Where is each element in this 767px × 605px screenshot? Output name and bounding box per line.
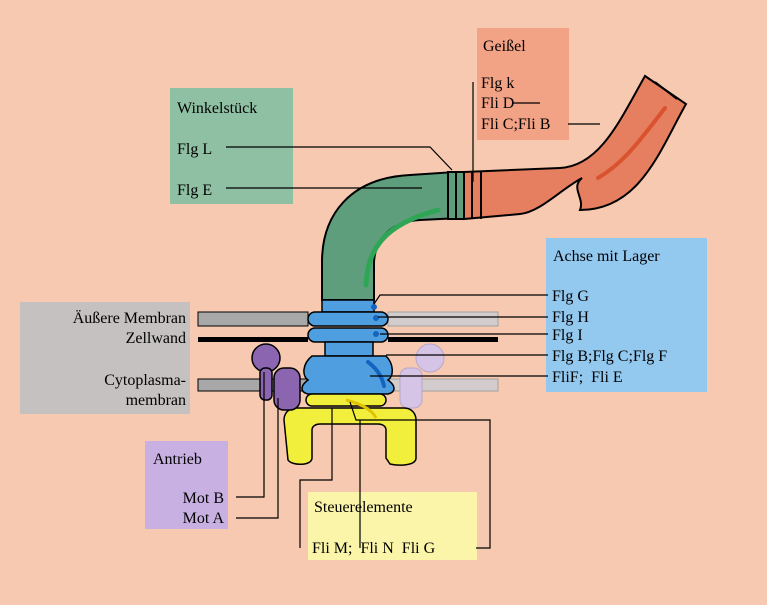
cell-wall-left	[198, 337, 308, 342]
rod-dot-1	[371, 304, 377, 310]
label-flg-bcf: Flg B;Flg C;Flg F	[552, 348, 667, 365]
label-flif-fli-e: FliF; Fli E	[552, 369, 623, 386]
leader-fli-m	[299, 408, 333, 548]
steuer-box	[308, 492, 477, 560]
label-cytoplasm-1: Cytoplasma-	[104, 372, 186, 389]
label-mot-a: Mot A	[183, 510, 225, 527]
rod-upper	[321, 299, 375, 313]
label-flg-e: Flg E	[177, 182, 212, 199]
label-fli-m-n-g: Fli M; Fli N Fli G	[312, 540, 436, 557]
rod-dot-2	[373, 315, 379, 321]
label-flg-h: Flg H	[552, 309, 589, 326]
geissel-title: Geißel	[483, 38, 526, 55]
achse-box	[546, 238, 707, 392]
label-cell-wall: Zellwand	[126, 330, 186, 347]
c-ring-highlight	[345, 398, 378, 419]
leader-lines	[226, 82, 600, 549]
leader-fli-g	[349, 401, 491, 549]
label-flg-i: Flg I	[552, 327, 583, 344]
rod-lower	[324, 341, 374, 357]
winkelstueck-title: Winkelstück	[177, 100, 257, 117]
filament-highlight	[596, 106, 667, 180]
cell-wall-right	[388, 337, 498, 342]
mot-b-stalk	[259, 367, 273, 401]
label-flg-k: Flg k	[481, 75, 514, 92]
leader-flg-g	[373, 294, 548, 305]
filament	[463, 74, 688, 221]
c-ring	[283, 407, 417, 466]
steuer-title: Steuerelemente	[314, 499, 413, 516]
outer-membrane-left	[197, 311, 309, 327]
label-cytoplasm-2: membran	[126, 392, 186, 409]
hook-highlight	[363, 207, 441, 288]
mot-a-protein	[273, 367, 301, 411]
label-fli-d: Fli D	[481, 95, 514, 112]
leader-flg-l	[226, 146, 453, 171]
label-outer-membrane: Äußere Membran	[73, 309, 186, 327]
geissel-box	[477, 28, 569, 140]
achse-title: Achse mit Lager	[553, 248, 660, 265]
leader-mot-b	[236, 372, 265, 498]
winkelstueck-box	[170, 88, 293, 204]
label-fli-c-b: Fli C;Fli B	[481, 116, 550, 133]
motor-protein-faded-b	[415, 343, 445, 373]
label-mot-b: Mot B	[183, 490, 224, 507]
membran-box	[20, 302, 190, 414]
ms-ring-highlight	[366, 360, 386, 388]
rod-dot-3	[373, 331, 379, 337]
filament-tip-line	[654, 81, 678, 100]
outer-membrane-right	[387, 311, 499, 327]
motor-protein-faded-a	[399, 367, 423, 409]
antrieb-box	[145, 441, 228, 529]
leader-mot-a	[236, 398, 279, 519]
label-flg-g: Flg G	[552, 288, 589, 305]
antrieb-title: Antrieb	[153, 451, 202, 468]
l-ring	[307, 311, 389, 327]
label-flg-l: Flg L	[177, 141, 212, 158]
